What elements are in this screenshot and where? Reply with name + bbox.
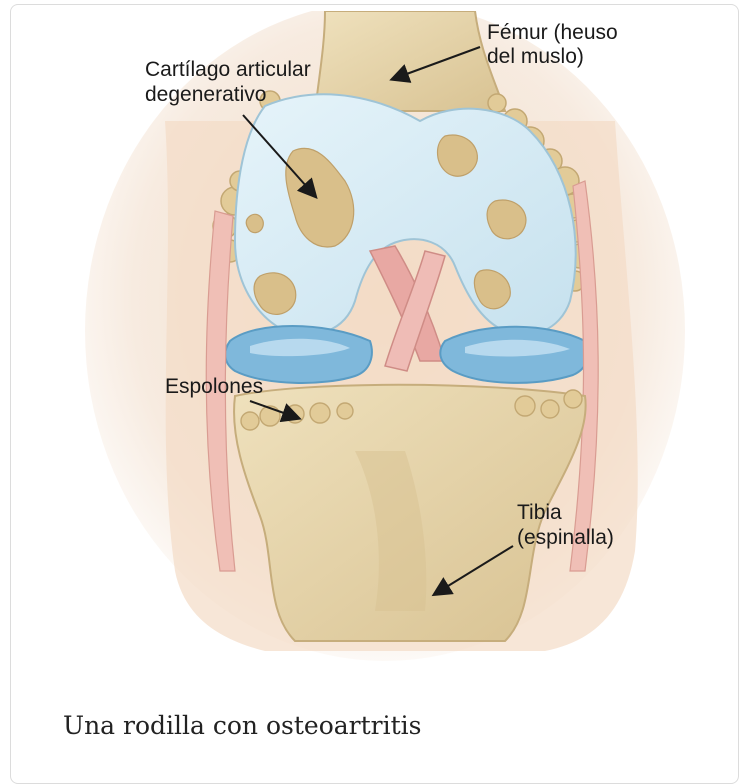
tibia-label-line2: (espinalla) xyxy=(517,526,614,549)
figure-card: Fémur (heuso del muslo) Cartílago articu… xyxy=(10,4,739,784)
cartilage-label-line2: degenerativo xyxy=(145,83,266,106)
figure-caption: Una rodilla con osteoartritis xyxy=(63,711,421,740)
tibia-label-line1: Tibia xyxy=(517,501,562,524)
femur-label-line1: Fémur (heuso xyxy=(487,21,618,44)
cartilage-label-line1: Cartílago articular xyxy=(145,58,311,81)
knee-osteoarthritis-illustration: Fémur (heuso del muslo) Cartílago articu… xyxy=(25,11,745,671)
femur-label-line2: del muslo) xyxy=(487,45,584,68)
spurs-label: Espolones xyxy=(165,375,263,398)
